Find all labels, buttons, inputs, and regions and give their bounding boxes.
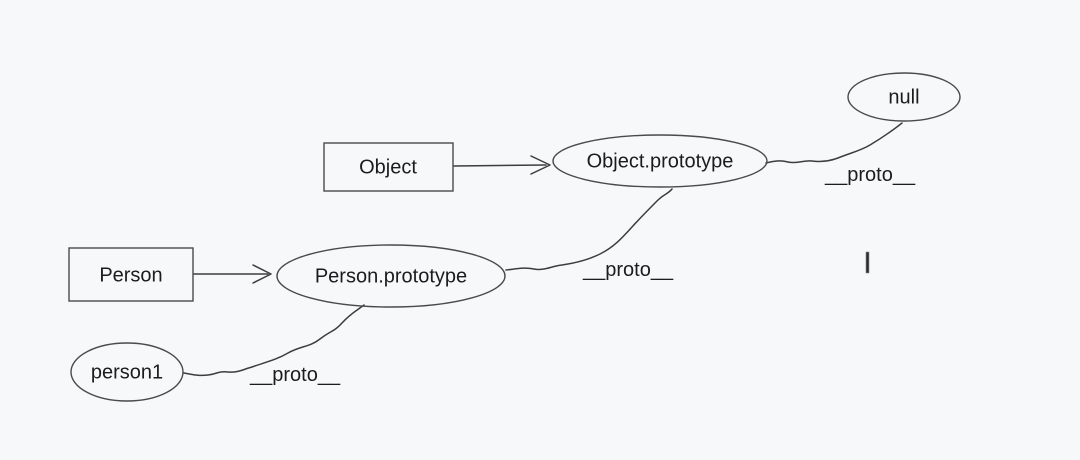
arrowhead-icon — [530, 155, 551, 175]
node-object-constructor[interactable]: Object — [323, 142, 454, 192]
edge-label-proto-person-prototype: __proto__ — [582, 259, 674, 281]
node-object-prototype[interactable]: Object.prototype — [552, 134, 768, 188]
edge-object-prototype-to-null — [765, 122, 903, 164]
node-null[interactable]: null — [847, 72, 961, 122]
object-constructor-box[interactable] — [323, 142, 454, 192]
edge-object-to-object-prototype — [453, 155, 551, 175]
edge-line — [453, 164, 547, 167]
edge-person-prototype-to-object-prototype — [505, 188, 673, 271]
null-ellipse[interactable] — [847, 72, 961, 122]
edge-person1-to-person-prototype — [183, 304, 365, 377]
edge-label-proto-person1: __proto__ — [249, 364, 341, 386]
person-prototype-ellipse[interactable] — [276, 244, 506, 308]
node-person-constructor[interactable]: Person — [68, 247, 194, 302]
object-prototype-ellipse[interactable] — [552, 134, 768, 188]
person-constructor-box[interactable] — [68, 247, 194, 302]
person1-label: person1 — [91, 361, 163, 383]
object-prototype-label: Object.prototype — [587, 150, 734, 172]
person-constructor-label: Person — [99, 264, 162, 286]
object-constructor-label: Object — [359, 156, 417, 178]
text-cursor — [865, 251, 870, 274]
node-person-prototype[interactable]: Person.prototype — [276, 244, 506, 308]
person1-ellipse[interactable] — [70, 342, 184, 402]
node-person1-instance[interactable]: person1 — [70, 342, 184, 402]
arrowhead-icon — [252, 264, 272, 284]
edge-person-to-person-prototype — [193, 264, 272, 284]
person-prototype-label: Person.prototype — [315, 265, 467, 287]
edge-label-proto-object-prototype: __proto__ — [824, 164, 916, 186]
null-label: null — [888, 86, 919, 108]
